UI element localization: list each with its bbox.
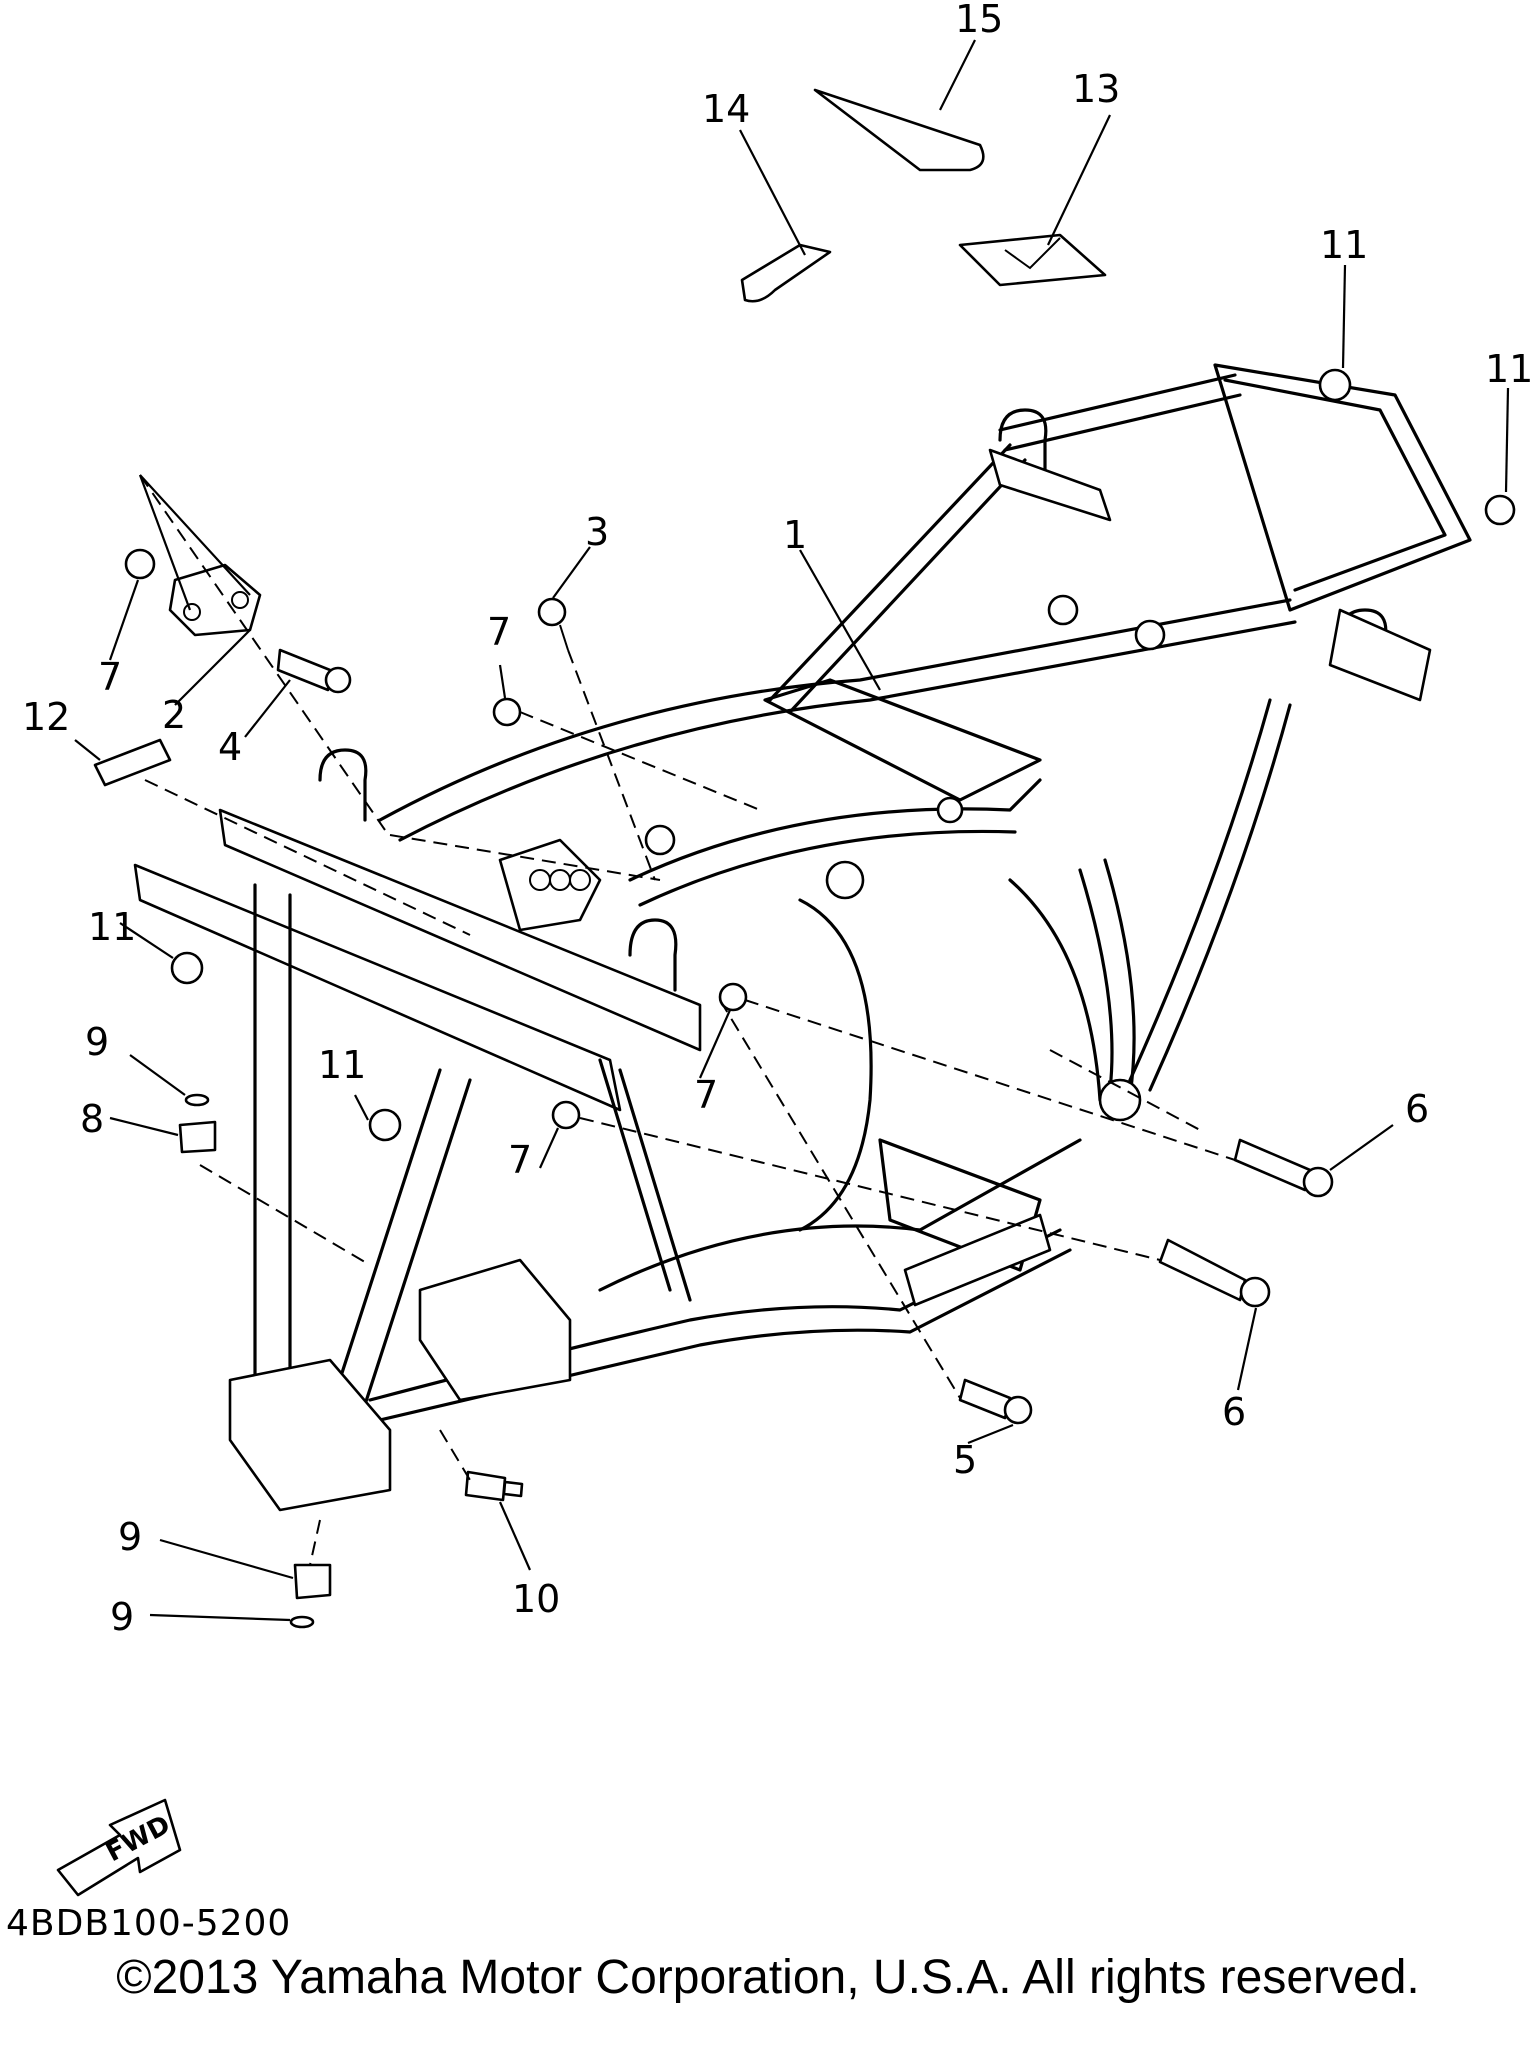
callout-6b: 6	[1222, 1390, 1246, 1434]
callout-8a: 8	[80, 1097, 104, 1141]
small-parts	[93, 88, 1516, 1629]
part-11c-cap	[170, 951, 204, 985]
callout-11b: 11	[1485, 347, 1533, 391]
part-11d-cap	[368, 1108, 402, 1142]
part-3-bolt	[537, 597, 567, 627]
part-11b-cap	[1484, 494, 1516, 526]
callout-8b: 9	[118, 1515, 142, 1559]
callout-2: 2	[162, 693, 186, 737]
callout-10: 10	[512, 1577, 560, 1621]
part-13-shape	[958, 233, 1107, 287]
callout-6a: 6	[1405, 1087, 1429, 1131]
part-6b-bolt	[1158, 1238, 1247, 1302]
part-7c-nut	[718, 982, 748, 1012]
callout-1: 1	[783, 513, 807, 557]
callout-11d: 11	[318, 1043, 366, 1087]
callout-7c: 7	[694, 1073, 718, 1117]
callout-15: 15	[955, 0, 1003, 41]
part-8b-bushing	[293, 1563, 332, 1600]
copyright-notice: ©2013 Yamaha Motor Corporation, U.S.A. A…	[116, 1951, 1420, 2004]
callout-labels: 15 14 13 11 11 3 1 7 7 2 4 12 11 11 9 8 …	[22, 0, 1533, 1639]
part-9a-oring	[184, 1093, 210, 1107]
callout-7a: 7	[98, 655, 122, 699]
part-7d-nut	[551, 1100, 581, 1130]
part-6a-bolt	[1233, 1138, 1312, 1192]
callout-5: 5	[953, 1438, 977, 1482]
fwd-arrow-icon: FWD	[56, 1798, 182, 1897]
part-4-bolt	[276, 648, 332, 692]
assembly-lines	[139, 474, 1236, 1566]
callout-11a: 11	[1320, 223, 1368, 267]
leader-lines	[74, 39, 1510, 1622]
part-7b-nut	[492, 697, 522, 727]
part-9b-oring	[289, 1615, 315, 1629]
callout-13: 13	[1072, 67, 1120, 111]
part-2-shape	[168, 563, 262, 637]
callout-7d: 7	[508, 1138, 532, 1182]
part-14-shape	[740, 243, 832, 303]
callout-12: 12	[22, 695, 70, 739]
part-8a-bushing	[178, 1120, 217, 1154]
callout-7b: 7	[487, 610, 511, 654]
callout-9b: 9	[110, 1595, 134, 1639]
diagram-code: 4BDB100-5200	[6, 1903, 292, 1944]
frame-illustration	[133, 363, 1472, 1512]
part-10-fitting	[464, 1470, 507, 1502]
part-12-shape	[93, 738, 172, 787]
callout-14: 14	[702, 87, 750, 131]
callout-3: 3	[585, 510, 609, 554]
part-5-bolt	[958, 1378, 1012, 1420]
part-11a-cap	[1318, 368, 1352, 402]
part-15-shape	[813, 88, 985, 172]
callout-4: 4	[218, 725, 242, 769]
callout-9a: 9	[85, 1020, 109, 1064]
part-7a-nut	[124, 548, 156, 580]
callout-11c: 11	[88, 905, 136, 949]
